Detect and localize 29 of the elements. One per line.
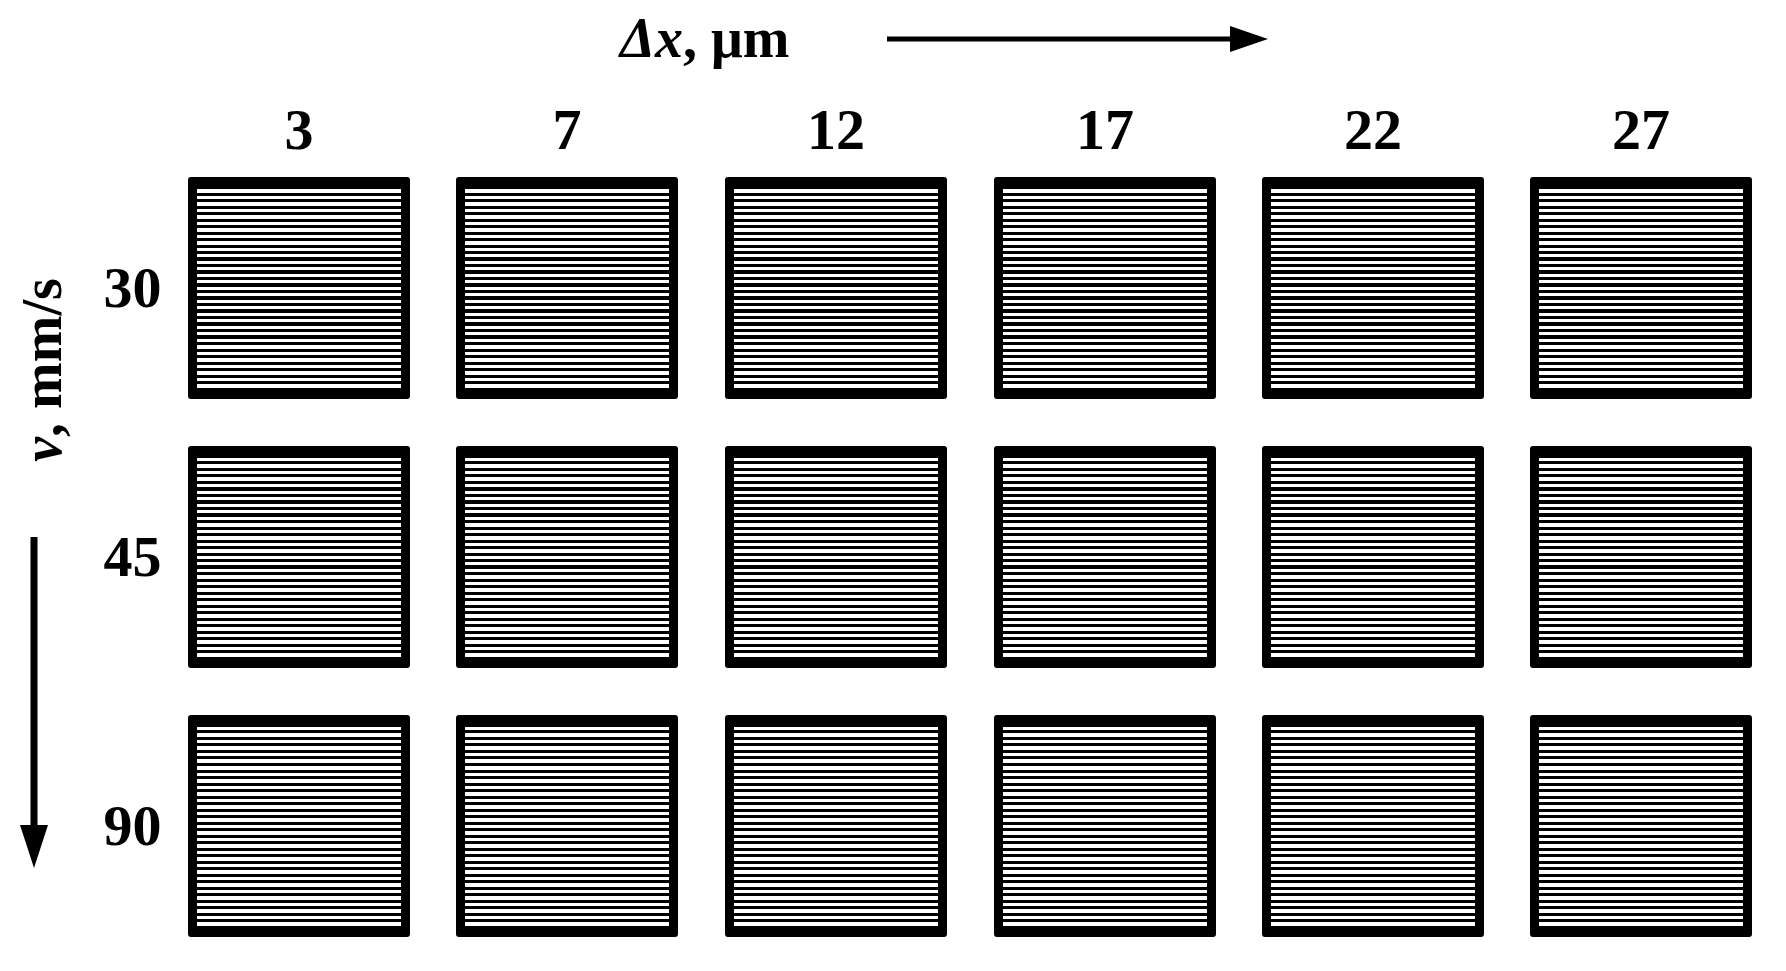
hatched-square	[725, 715, 947, 937]
column-value: 27	[1611, 98, 1671, 162]
column-value: 22	[1343, 98, 1403, 162]
column-value: 12	[806, 98, 866, 162]
column-value: 7	[551, 98, 583, 162]
column-value: 17	[1075, 98, 1135, 162]
hatched-square	[994, 177, 1216, 399]
column-value: 3	[283, 98, 315, 162]
hatched-square	[1530, 446, 1752, 668]
hatched-square	[725, 446, 947, 668]
hatched-square	[456, 715, 678, 937]
hatched-square	[188, 446, 410, 668]
hatched-square	[1262, 177, 1484, 399]
hatched-square	[1530, 177, 1752, 399]
row-value: 45	[102, 525, 163, 589]
hatched-square	[1262, 715, 1484, 937]
hatched-square	[456, 446, 678, 668]
hatched-square	[1262, 446, 1484, 668]
row-value: 90	[102, 794, 163, 858]
row-value: 30	[102, 256, 163, 320]
hatched-square	[994, 715, 1216, 937]
hatched-square	[725, 177, 947, 399]
axis-title: v, mm/s	[12, 278, 72, 462]
hatched-square	[1530, 715, 1752, 937]
hatched-square	[188, 715, 410, 937]
hatched-square	[994, 446, 1216, 668]
axis-title: Δx, μm	[620, 6, 790, 70]
hatched-square	[188, 177, 410, 399]
hatched-square	[456, 177, 678, 399]
